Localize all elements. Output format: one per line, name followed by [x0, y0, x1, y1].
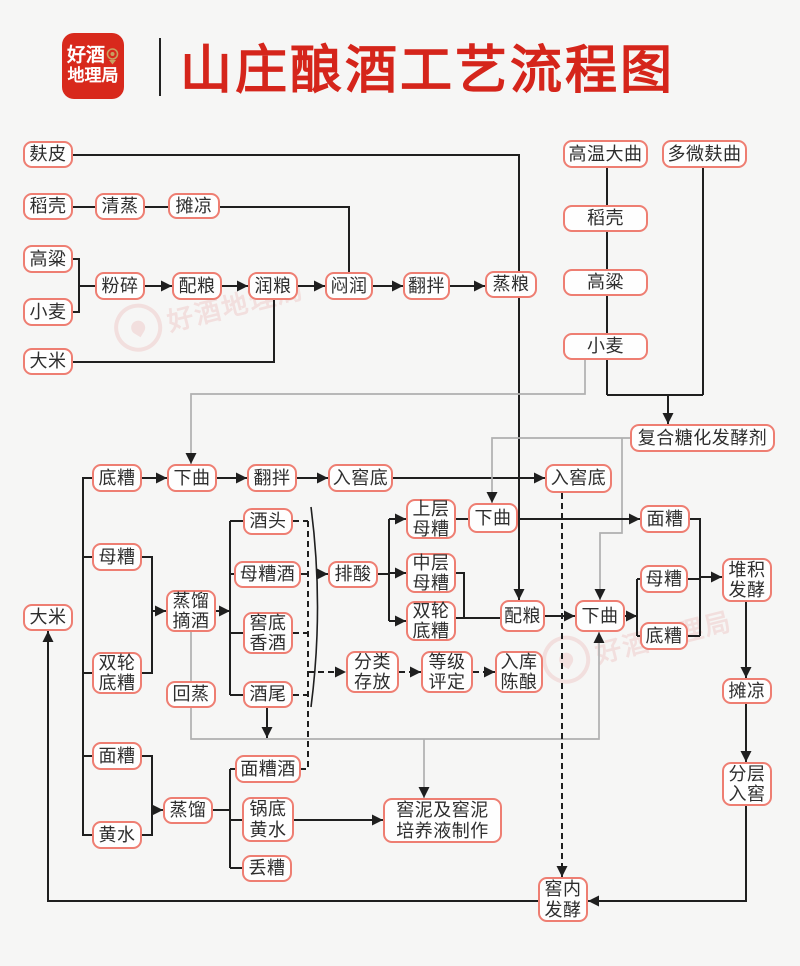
node-rujiaodi-2: 入窖底 [545, 464, 612, 493]
node-dami-1: 大米 [23, 348, 73, 375]
node-duoweifuqu: 多微麸曲 [662, 140, 747, 168]
node-dami-2: 大米 [23, 604, 73, 631]
node-runliang: 润粮 [248, 272, 298, 300]
node-fenceng-rujiao: 分层 入窖 [722, 762, 772, 806]
page-title: 山庄酿酒工艺流程图 [180, 42, 676, 100]
node-huangshui: 黄水 [92, 821, 142, 849]
node-miancao-1: 面糟 [92, 742, 142, 770]
node-jiuwei: 酒尾 [243, 681, 293, 708]
node-mucao-1: 母糟 [92, 543, 142, 571]
node-fanban-1: 翻拌 [403, 272, 450, 300]
node-daoke-2: 稻壳 [563, 205, 648, 232]
header: 好酒 地理局 山庄酿酒工艺流程图 [0, 0, 800, 115]
wine-pin-icon [106, 48, 119, 65]
node-menrun: 闷润 [325, 272, 373, 300]
node-peiliang-2: 配粮 [500, 600, 545, 632]
node-tanliang-1: 摊凉 [168, 193, 220, 219]
node-xiaqu-a: 下曲 [167, 464, 217, 492]
node-dicao-1: 底糟 [92, 464, 142, 492]
logo-text-top: 好酒 [66, 45, 105, 67]
node-diuzao: 丢糟 [242, 855, 292, 882]
node-fensui: 粉碎 [95, 272, 145, 300]
node-xiaomai-2: 小麦 [563, 333, 648, 360]
node-shuanglundicao-2: 双轮 底糟 [406, 601, 456, 641]
node-peiliang-1: 配粮 [172, 272, 222, 300]
node-jiaodixiangjiu: 窖底 香酒 [243, 612, 293, 654]
node-mucaojiu: 母糟酒 [234, 561, 301, 588]
node-fenlei-cunfang: 分类 存放 [346, 651, 399, 693]
brand-logo: 好酒 地理局 [62, 33, 124, 99]
node-gaoliang-2: 高粱 [563, 269, 648, 296]
node-shangceng-mucao: 上层 母糟 [406, 499, 456, 539]
node-jiutou: 酒头 [243, 508, 293, 535]
node-jiaonei-fajiao: 窖内 发酵 [538, 877, 588, 922]
node-zhengliang: 蒸粮 [485, 271, 537, 298]
node-jiaoni-peiyang: 窖泥及窖泥 培养液制作 [383, 798, 502, 843]
node-miancaojiu: 面糟酒 [235, 755, 301, 783]
node-zhengliu-zhaijiu: 蒸馏 摘酒 [166, 590, 216, 632]
node-daoke-1: 稻壳 [23, 193, 73, 220]
node-zhengliu: 蒸馏 [163, 797, 213, 824]
node-dicao-2: 底糟 [640, 622, 688, 650]
logo-text-bottom: 地理局 [67, 66, 119, 86]
node-dengji-pingding: 等级 评定 [421, 651, 473, 693]
node-duiji-fajiao: 堆积 发酵 [722, 558, 772, 602]
node-huizheng: 回蒸 [166, 681, 216, 708]
node-paisuan: 排酸 [328, 561, 378, 588]
node-miancao-2: 面糟 [640, 505, 690, 533]
node-gaoliang-1: 高粱 [23, 245, 73, 273]
node-zhongceng-mucao: 中层 母糟 [406, 553, 456, 593]
node-guodi-huangshui: 锅底 黄水 [242, 797, 294, 842]
node-fanban-2: 翻拌 [247, 464, 297, 492]
node-ruku-chenniang: 入库 陈酿 [495, 651, 543, 693]
node-fuhe-tanghua: 复合糖化发酵剂 [630, 424, 775, 452]
node-gaowendaqu: 高温大曲 [563, 140, 648, 168]
node-xiaqu-c: 下曲 [575, 600, 625, 632]
node-xiaomai-1: 小麦 [23, 298, 73, 326]
node-qingzheng: 清蒸 [95, 193, 145, 220]
header-divider [159, 38, 161, 96]
node-xiaqu-b: 下曲 [468, 503, 518, 533]
node-tanliang-2: 摊凉 [722, 678, 772, 704]
node-rujiaodi-1: 入窖底 [328, 464, 393, 492]
node-fupi: 麸皮 [23, 141, 73, 168]
node-shuanglundicao-1: 双轮 底糟 [92, 652, 142, 694]
node-mucao-2: 母糟 [640, 565, 688, 593]
